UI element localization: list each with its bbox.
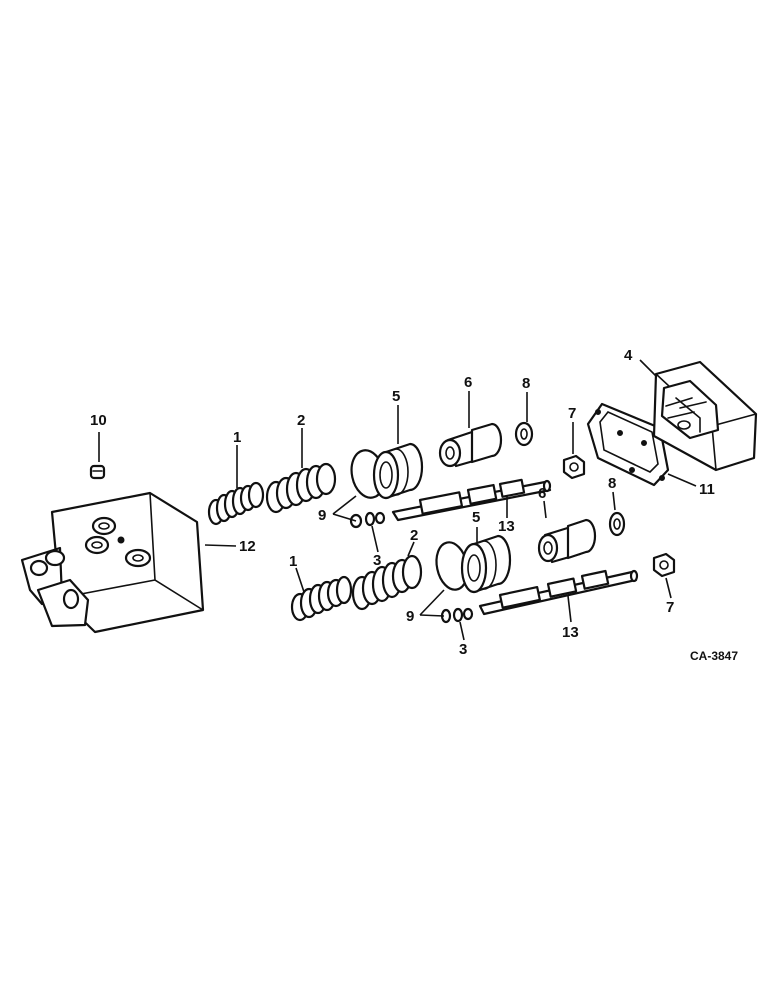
callout-3-upper: 3 [373, 552, 381, 569]
callout-2-upper: 2 [297, 412, 305, 429]
washer-part-8-upper [514, 421, 534, 447]
callout-1-lower: 1 [289, 553, 297, 570]
bushing-part-5-upper [372, 442, 424, 500]
leader-lines [98, 359, 697, 641]
spring-part-1-lower [290, 575, 353, 622]
washer-part-8-lower [608, 511, 626, 537]
cover-part-4 [652, 360, 758, 472]
spool-part-13-lower [478, 569, 639, 616]
nut-part-7-lower [652, 552, 676, 578]
bushing-part-5-lower [460, 534, 512, 594]
seal-part-3-upper [349, 511, 386, 529]
spring-part-2-upper [265, 462, 337, 514]
callout-8-upper: 8 [522, 375, 530, 392]
callout-10: 10 [90, 412, 107, 429]
seal-part-3-lower [440, 607, 474, 624]
callout-11: 11 [699, 481, 715, 498]
callout-13-upper: 13 [498, 518, 515, 535]
callout-labels: 10 12 1 2 5 6 8 7 4 11 9 3 13 5 6 8 1 2 … [90, 347, 715, 658]
spring-part-1-upper [207, 481, 265, 526]
valve-body-part-12 [20, 491, 205, 634]
callout-8-lower: 8 [608, 475, 616, 492]
callout-9-lower: 9 [406, 608, 414, 625]
spool-part-13-upper [391, 478, 552, 522]
plug-part-10 [89, 464, 106, 480]
callout-1-upper: 1 [233, 429, 241, 446]
reference-code: CA-3847 [690, 649, 738, 663]
gasket-part-11 [586, 402, 670, 487]
callout-7-lower: 7 [666, 599, 674, 616]
cap-part-6-lower [537, 518, 597, 564]
spring-part-2-lower [351, 554, 423, 611]
callout-6-upper: 6 [464, 374, 472, 391]
callout-6-lower: 6 [538, 485, 546, 502]
callout-4: 4 [624, 347, 633, 364]
callout-12: 12 [239, 538, 256, 555]
callout-7-upper: 7 [568, 405, 576, 422]
callout-3-lower: 3 [459, 641, 467, 658]
nut-part-7-upper [562, 454, 586, 480]
callout-5-lower: 5 [472, 509, 480, 526]
cap-part-6-upper [438, 422, 503, 468]
callout-2-lower: 2 [410, 527, 418, 544]
callout-13-lower: 13 [562, 624, 579, 641]
callout-9-upper: 9 [318, 507, 326, 524]
callout-5-upper: 5 [392, 388, 400, 405]
